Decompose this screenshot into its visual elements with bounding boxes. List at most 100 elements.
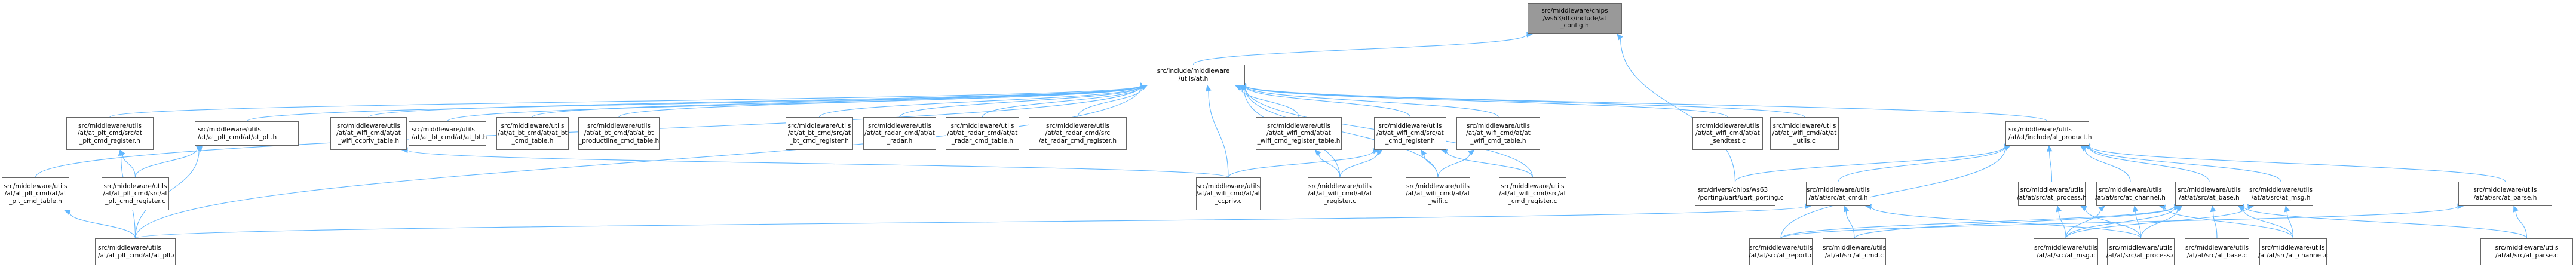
arrowhead-icon xyxy=(1375,149,1383,156)
graph-node-at-base-c[interactable]: src/middleware/utils /at/at/src/at_base.… xyxy=(2185,238,2249,265)
edge-at-bt-h-to-at-h xyxy=(447,85,1142,122)
arrowhead-icon xyxy=(118,149,124,156)
node-label: src/middleware/utils /at/at_wifi_cmd/at/… xyxy=(1772,122,1837,145)
graph-node-wifi-src-cmd-register-h[interactable]: src/middleware/utils /at/at_wifi_cmd/src… xyxy=(1374,117,1446,150)
edge-at-report-c-to-at-parse-h xyxy=(1780,205,2458,239)
node-label: src/middleware/utils /at/at_plt_cmd/src/… xyxy=(103,182,168,205)
edge-at-report-c-to-at-base-h xyxy=(1780,206,2175,239)
graph-node-wifi-src-cmd-register-c[interactable]: src/middleware/utils /at/at_wifi_cmd/src… xyxy=(1499,177,1566,210)
graph-node-at-bt-h[interactable]: src/middleware/utils /at/at_bt_cmd/at/at… xyxy=(409,121,487,146)
node-label: src/middleware/utils /at/at_bt_cmd/src/a… xyxy=(787,122,851,145)
edge-at-msg-c-to-at-process-h xyxy=(2058,211,2066,239)
edge-at-base-h-to-at-product-h xyxy=(2089,147,2210,182)
arrowhead-icon xyxy=(1617,33,1623,41)
node-label: src/middleware/utils /at/at/src/at_base.… xyxy=(2178,186,2241,201)
edge-at-ccpriv-c-to-wifi-src-cmd-register-h xyxy=(1228,151,1374,178)
graph-node-at-process-c[interactable]: src/middleware/utils /at/at/src/at_proce… xyxy=(2106,238,2176,265)
node-label: src/middleware/utils /at/at_wifi_cmd/at/… xyxy=(1308,182,1372,205)
graph-node-wifi-cmd-register-table-h[interactable]: src/middleware/utils /at/at_wifi_cmd/at/… xyxy=(1256,117,1342,150)
node-label: src/include/middleware /utils/at.h xyxy=(1157,67,1230,82)
arrowhead-icon xyxy=(2284,205,2290,213)
graph-node-at-plt-c[interactable]: src/middleware/utils /at/at_plt_cmd/at/a… xyxy=(95,238,176,265)
edge-at-channel-c-to-at-channel-h xyxy=(2164,207,2294,239)
node-label: src/drivers/chips/ws63 /porting/uart/uar… xyxy=(1698,186,1784,201)
graph-node-bt-productline-h[interactable]: src/middleware/utils /at/at_bt_cmd/at/at… xyxy=(578,117,660,150)
edge-radar-cmd-register-h-to-at-h xyxy=(1077,87,1143,118)
graph-node-at-wifi-c[interactable]: src/middleware/utils /at/at_wifi_cmd/at/… xyxy=(1406,177,1470,210)
node-label: src/middleware/utils /at/at/src/at_msg.h xyxy=(2249,186,2313,201)
graph-node-plt-cmd-register-c[interactable]: src/middleware/utils /at/at_plt_cmd/src/… xyxy=(102,177,169,210)
edge-at-register-c-to-wifi-cmd-register-table-h xyxy=(1318,154,1341,178)
graph-node-at-product-h[interactable]: src/middleware/utils /at/at/include/at_p… xyxy=(2005,121,2092,146)
graph-node-wifi-cmd-table-h[interactable]: src/middleware/utils /at/at_wifi_cmd/at/… xyxy=(1456,117,1540,150)
node-label: src/middleware/utils /at/at_bt_cmd/at/at… xyxy=(498,122,568,145)
edge-at-cmd-c-to-at-cmd-h xyxy=(1845,211,1855,239)
node-label: src/middleware/utils /at/at_plt_cmd/at/a… xyxy=(98,244,177,259)
node-label: src/middleware/utils /at/at_wifi_cmd/src… xyxy=(1376,122,1444,145)
graph-node-at-plt-h[interactable]: src/middleware/utils /at/at_plt_cmd/at/a… xyxy=(195,121,299,146)
graph-node-at-channel-h[interactable]: src/middleware/utils /at/at/src/at_chann… xyxy=(2095,182,2166,206)
graph-node-at-ccpriv-c[interactable]: src/middleware/utils /at/at_wifi_cmd/at/… xyxy=(1196,177,1261,210)
graph-node-plt-cmd-table-h[interactable]: src/middleware/utils /at/at_plt_cmd/at/a… xyxy=(2,177,69,210)
arrowhead-icon xyxy=(2133,205,2139,213)
graph-node-wifi-ccpriv-table-h[interactable]: src/middleware/utils /at/at_wifi_cmd/at/… xyxy=(330,117,407,150)
graph-node-plt-cmd-register-h[interactable]: src/middleware/utils /at/at_plt_cmd/src/… xyxy=(66,117,154,150)
node-label: src/middleware/utils /at/at/src/at_proce… xyxy=(2106,244,2176,259)
node-label: src/middleware/utils /at/at/src/at_parse… xyxy=(2473,186,2537,201)
graph-node-at-channel-c[interactable]: src/middleware/utils /at/at/src/at_chann… xyxy=(2258,238,2328,265)
edge-at-plt-c-to-plt-cmd-table-h xyxy=(69,212,136,239)
graph-node-uart-porting-c[interactable]: src/drivers/chips/ws63 /porting/uart/uar… xyxy=(1695,182,1784,206)
graph-node-at-parse-c[interactable]: src/middleware/utils /at/at/src/at_parse… xyxy=(2480,238,2573,265)
graph-node-at-sendtest-c[interactable]: src/middleware/utils /at/at_wifi_cmd/at/… xyxy=(1692,117,1763,150)
arrowhead-icon xyxy=(1314,149,1321,156)
node-label: src/middleware/utils /at/at/src/at_parse… xyxy=(2495,244,2559,259)
edge-wifi-src-cmd-register-c-to-wifi-src-cmd-register-h xyxy=(1446,151,1534,178)
node-label: src/middleware/utils /at/at/src/at_msg.c xyxy=(2034,244,2097,259)
graph-node-at-radar-h[interactable]: src/middleware/utils /at/at_radar_cmd/at… xyxy=(863,117,936,150)
node-label: src/middleware/utils /at/at_wifi_cmd/at/… xyxy=(1196,182,1261,205)
node-label: src/middleware/utils /at/at_wifi_cmd/at/… xyxy=(1406,182,1470,205)
node-label: src/middleware/utils /at/at_plt_cmd/at/a… xyxy=(4,182,68,205)
arrowhead-icon xyxy=(1468,149,1475,156)
graph-node-at-cmd-h[interactable]: src/middleware/utils /at/at/src/at_cmd.h xyxy=(1806,182,1870,206)
edge-at-h-to-at-config xyxy=(1192,34,1528,65)
edge-at-msg-h-to-at-product-h xyxy=(2089,146,2281,182)
graph-node-bt-cmd-table-h[interactable]: src/middleware/utils /at/at_bt_cmd/at/at… xyxy=(496,117,569,150)
graph-node-at-register-c[interactable]: src/middleware/utils /at/at_wifi_cmd/at/… xyxy=(1308,177,1372,210)
edge-bt-cmd-table-h-to-at-h xyxy=(532,85,1142,118)
node-label: src/middleware/utils /at/at/src/at_base.… xyxy=(2185,244,2249,259)
edge-plt-cmd-register-c-to-plt-cmd-register-h xyxy=(122,154,136,178)
graph-node-radar-cmd-table-h[interactable]: src/middleware/utils /at/at_radar_cmd/at… xyxy=(946,117,1019,150)
graph-node-bt-cmd-register-h[interactable]: src/middleware/utils /at/at_bt_cmd/src/a… xyxy=(786,117,853,150)
edge-bt-productline-h-to-at-h xyxy=(618,85,1142,118)
node-label: src/middleware/chips /ws63/dfx/include/a… xyxy=(1541,7,1608,30)
arrowhead-icon xyxy=(2056,205,2062,213)
graph-node-at-utils-c[interactable]: src/middleware/utils /at/at_wifi_cmd/at/… xyxy=(1770,117,1839,150)
edge-at-utils-c-to-at-h xyxy=(1245,85,1805,118)
graph-node-at-parse-h[interactable]: src/middleware/utils /at/at/src/at_parse… xyxy=(2458,182,2552,206)
arrowhead-icon xyxy=(1421,149,1427,156)
edge-wifi-src-cmd-register-h-to-at-h xyxy=(1245,86,1411,118)
edge-at-wifi-c-to-wifi-cmd-table-h xyxy=(1437,153,1470,178)
arrowhead-icon xyxy=(2513,205,2519,213)
node-label: src/middleware/utils /at/at_radar_cmd/sr… xyxy=(1038,122,1117,145)
graph-node-at-h[interactable]: src/include/middleware /utils/at.h xyxy=(1142,65,1245,85)
node-label: src/middleware/utils /at/at_wifi_cmd/src… xyxy=(1499,182,1566,205)
node-label: src/middleware/utils /at/at/src/at_proce… xyxy=(2017,186,2087,201)
graph-node-at-base-h[interactable]: src/middleware/utils /at/at/src/at_base.… xyxy=(2175,182,2243,206)
graph-node-at-msg-h[interactable]: src/middleware/utils /at/at/src/at_msg.h xyxy=(2249,182,2313,206)
arrowhead-icon xyxy=(196,145,203,152)
edge-at-parse-h-to-at-product-h xyxy=(2089,146,2506,182)
graph-node-at-cmd-c[interactable]: src/middleware/utils /at/at/src/at_cmd.c xyxy=(1823,238,1886,265)
graph-node-at-report-c[interactable]: src/middleware/utils /at/at/src/at_repor… xyxy=(1749,238,1813,265)
graph-node-at-msg-c[interactable]: src/middleware/utils /at/at/src/at_msg.c xyxy=(2034,238,2098,265)
arrowhead-icon xyxy=(2098,205,2105,212)
edge-at-channel-c-to-at-base-h xyxy=(2243,208,2294,239)
edge-at-wifi-c-to-wifi-src-cmd-register-h xyxy=(1424,154,1439,178)
node-label: src/middleware/utils /at/at_plt_cmd/at/a… xyxy=(198,126,277,141)
arrowhead-icon xyxy=(2046,145,2053,152)
edge-wifi-cmd-table-h-to-at-h xyxy=(1245,85,1499,118)
graph-node-radar-cmd-register-h[interactable]: src/middleware/utils /at/at_radar_cmd/sr… xyxy=(1029,117,1127,150)
graph-node-at-process-h[interactable]: src/middleware/utils /at/at/src/at_proce… xyxy=(2017,182,2087,206)
